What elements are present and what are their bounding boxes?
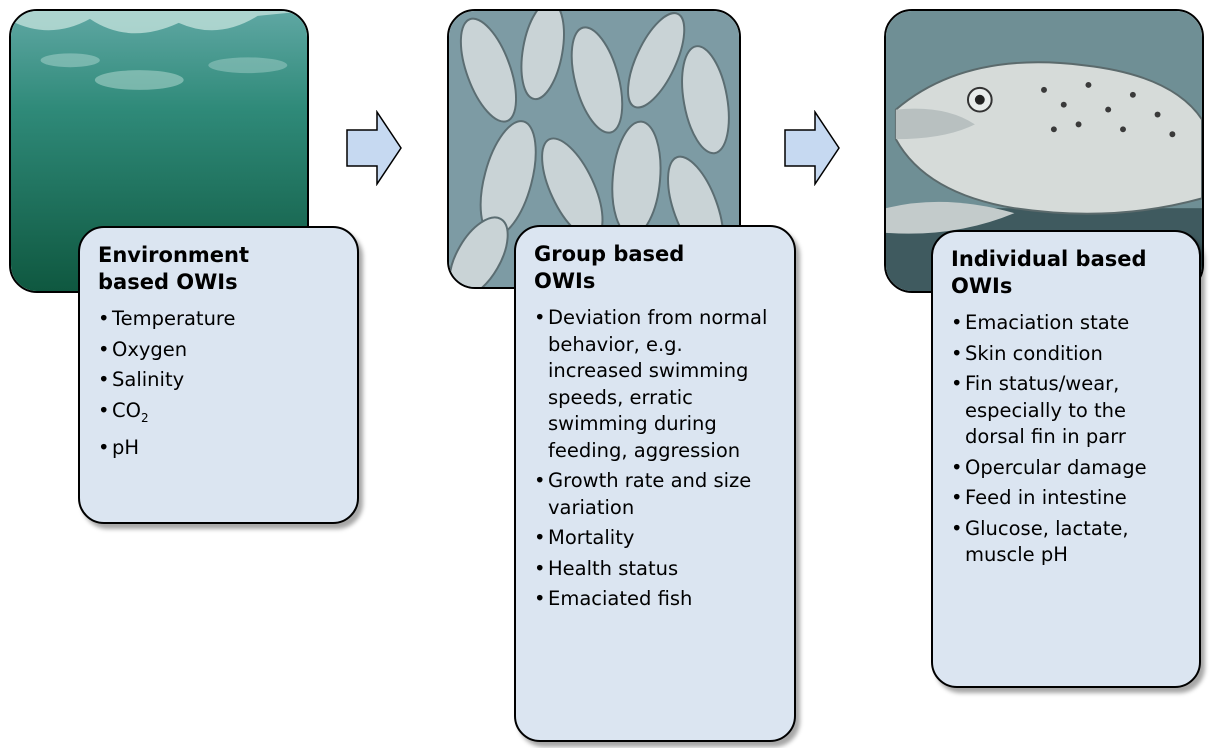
- list-item: Salinity: [98, 367, 343, 394]
- right-arrow-icon: [784, 110, 840, 186]
- co2-label: CO: [112, 398, 141, 422]
- card-title-line2: based OWIs: [98, 270, 238, 294]
- card-title: Individual based OWIs: [951, 246, 1185, 300]
- card-title: Environment based OWIs: [98, 242, 343, 296]
- list-item: Oxygen: [98, 337, 343, 364]
- card-title-line1: Individual based: [951, 247, 1147, 271]
- card-title-line1: Environment: [98, 243, 250, 267]
- list-item: Emaciated fish: [534, 586, 780, 613]
- list-item: Emaciation state: [951, 310, 1185, 337]
- list-item: Fin status/wear, especially to the dorsa…: [951, 371, 1185, 451]
- owi-list: Deviation from normal behavior, e.g. inc…: [534, 305, 780, 613]
- card-title-line1: Group based: [534, 242, 685, 266]
- right-arrow-icon: [346, 110, 402, 186]
- list-item: pH: [98, 435, 343, 462]
- card-title-line2: OWIs: [951, 274, 1013, 298]
- list-item: Skin condition: [951, 341, 1185, 368]
- group-owi-card: Group based OWIs Deviation from normal b…: [514, 225, 796, 742]
- owi-list: Emaciation state Skin condition Fin stat…: [951, 310, 1185, 569]
- list-item: Feed in intestine: [951, 485, 1185, 512]
- list-item: Opercular damage: [951, 455, 1185, 482]
- card-title: Group based OWIs: [534, 241, 780, 295]
- list-item: Deviation from normal behavior, e.g. inc…: [534, 305, 780, 464]
- list-item: Growth rate and size variation: [534, 468, 780, 521]
- environment-owi-card: Environment based OWIs Temperature Oxyge…: [78, 226, 359, 524]
- list-item: Mortality: [534, 525, 780, 552]
- card-title-line2: OWIs: [534, 269, 596, 293]
- list-item: CO2: [98, 398, 343, 431]
- owi-list: Temperature Oxygen Salinity CO2 pH: [98, 306, 343, 461]
- co2-subscript: 2: [140, 410, 149, 425]
- list-item: Temperature: [98, 306, 343, 333]
- list-item: Health status: [534, 556, 780, 583]
- list-item: Glucose, lactate, muscle pH: [951, 516, 1185, 569]
- individual-owi-card: Individual based OWIs Emaciation state S…: [931, 230, 1201, 688]
